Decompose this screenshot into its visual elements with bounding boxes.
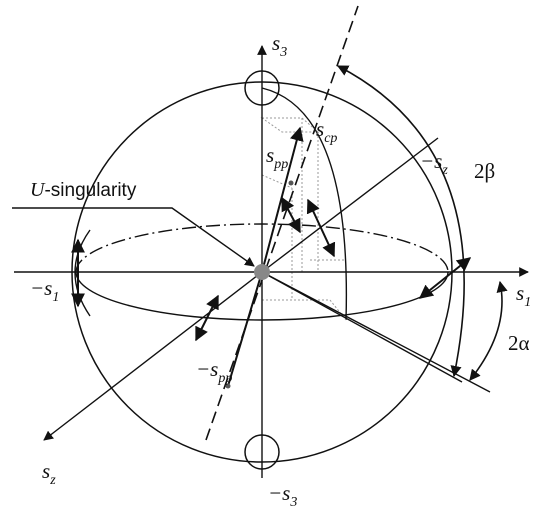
neg-spp-vector <box>227 271 263 387</box>
label-s1: s1 <box>516 281 531 310</box>
alpha-reference-line <box>261 271 491 393</box>
u-singularity-point <box>254 264 270 280</box>
neg-s1-arc <box>74 229 91 317</box>
sz-axis-back <box>261 137 439 273</box>
projection-guides <box>260 117 347 321</box>
double-arrows <box>71 196 472 342</box>
label-two-beta: 2β <box>474 159 495 183</box>
label-sz: sz <box>42 459 56 488</box>
two-alpha-arc <box>469 280 508 381</box>
meridian-arc <box>261 87 348 321</box>
spp-point <box>288 180 294 186</box>
label-two-alpha: 2α <box>508 331 530 355</box>
label-neg-s1: −s1 <box>30 276 59 305</box>
south-pole-circle <box>244 434 280 470</box>
dashed-tilted-axis <box>205 5 359 441</box>
label-s3: s3 <box>272 31 287 60</box>
label-spp: spp <box>266 143 288 172</box>
label-neg-s3: −s3 <box>268 481 297 508</box>
label-u-singularity: U-singularity <box>30 179 137 201</box>
u-singularity-pointer <box>12 207 255 267</box>
label-neg-sz: −sz <box>420 149 448 178</box>
sz-axis-front <box>43 271 263 441</box>
two-beta-arc <box>337 65 465 378</box>
neg-spp-point <box>225 383 231 389</box>
label-neg-spp: −spp <box>196 357 232 386</box>
spp-vector <box>261 126 304 273</box>
label-scp: scp <box>316 117 337 146</box>
north-pole-circle <box>244 70 280 106</box>
